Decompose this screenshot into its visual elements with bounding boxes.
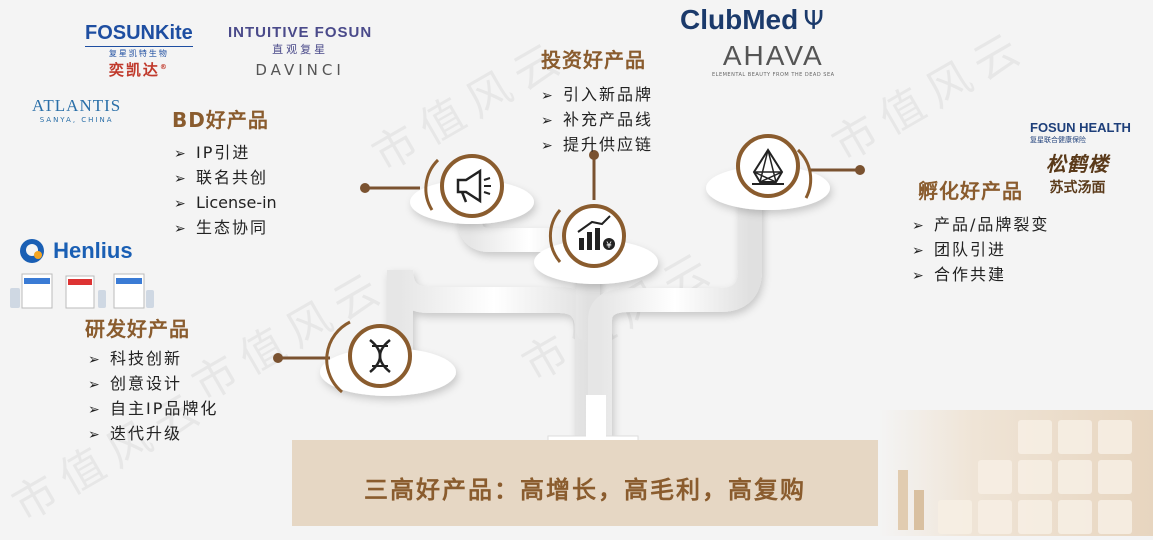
songhelou-logo: 松鹤楼 苏式汤面: [1046, 148, 1109, 197]
arrow-icon: ➢: [88, 374, 110, 397]
svg-text:¥: ¥: [606, 241, 612, 251]
rnd-heading: 研发好产品: [85, 313, 190, 342]
henlius-product-boxes: [8, 270, 158, 312]
invest-heading: 投资好产品: [541, 44, 646, 73]
arrow-icon: ➢: [174, 193, 196, 216]
arrow-icon: ➢: [912, 265, 934, 288]
growth-chart-icon: ¥: [564, 206, 624, 266]
rnd-list: ➢科技创新 ➢创意设计 ➢自主IP品牌化 ➢迭代升级: [88, 347, 218, 447]
bottom-banner: 三高好产品：高增长，高毛利，高复购: [292, 440, 878, 526]
arrow-icon: ➢: [912, 215, 934, 238]
henlius-mark-icon: [20, 239, 44, 263]
list-item: ➢创意设计: [88, 372, 218, 397]
list-item: ➢补充产品线: [541, 108, 653, 133]
megaphone-icon: [442, 156, 502, 216]
fosunkite-logo: FOSUNKite 复星凯特生物 奕凯达®: [85, 22, 193, 80]
arrow-icon: ➢: [174, 218, 196, 241]
trunk: [586, 395, 606, 440]
list-item: ➢提升供应链: [541, 133, 653, 158]
arrow-icon: ➢: [88, 349, 110, 372]
fosun-health-logo: FOSUN HEALTH 复星联合健康保险: [1030, 120, 1131, 145]
arrow-icon: ➢: [174, 143, 196, 166]
bd-heading: BD好产品: [172, 104, 269, 133]
bd-list: ➢IP引进 ➢联名共创 ➢License-in ➢生态协同: [174, 141, 277, 241]
incubate-heading: 孵化好产品: [918, 175, 1023, 204]
list-item: ➢License-in: [174, 191, 277, 216]
arrow-icon: ➢: [541, 135, 563, 158]
arrow-icon: ➢: [174, 168, 196, 191]
ahava-logo: AHAVA ELEMENTAL BEAUTY FROM THE DEAD SEA: [712, 40, 835, 78]
list-item: ➢迭代升级: [88, 422, 218, 447]
network-diamond-icon: [738, 136, 798, 196]
atlantis-logo: ATLANTIS SANYA, CHINA: [32, 96, 121, 124]
arrow-icon: ➢: [88, 424, 110, 447]
dna-icon: [350, 326, 410, 386]
list-item: ➢产品/品牌裂变: [912, 213, 1049, 238]
invest-list: ➢引入新品牌 ➢补充产品线 ➢提升供应链: [541, 83, 653, 158]
arrow-icon: ➢: [88, 399, 110, 422]
arrow-icon: ➢: [912, 240, 934, 263]
list-item: ➢团队引进: [912, 238, 1049, 263]
bottom-banner-text: 三高好产品：高增长，高毛利，高复购: [292, 470, 878, 505]
trident-icon: Ψ: [803, 6, 823, 36]
list-item: ➢IP引进: [174, 141, 277, 166]
incubate-list: ➢产品/品牌裂变 ➢团队引进 ➢合作共建: [912, 213, 1049, 288]
list-item: ➢联名共创: [174, 166, 277, 191]
arrow-icon: ➢: [541, 85, 563, 108]
list-item: ➢生态协同: [174, 216, 277, 241]
list-item: ➢引入新品牌: [541, 83, 653, 108]
clubmed-logo: ClubMed Ψ: [680, 4, 824, 36]
intuitive-fosun-logo: INTUITIVE FOSUN 直观复星 DAVINCI: [228, 24, 372, 79]
list-item: ➢合作共建: [912, 263, 1049, 288]
list-item: ➢自主IP品牌化: [88, 397, 218, 422]
henlius-logo: Henlius: [20, 238, 133, 264]
arrow-icon: ➢: [541, 110, 563, 133]
list-item: ➢科技创新: [88, 347, 218, 372]
